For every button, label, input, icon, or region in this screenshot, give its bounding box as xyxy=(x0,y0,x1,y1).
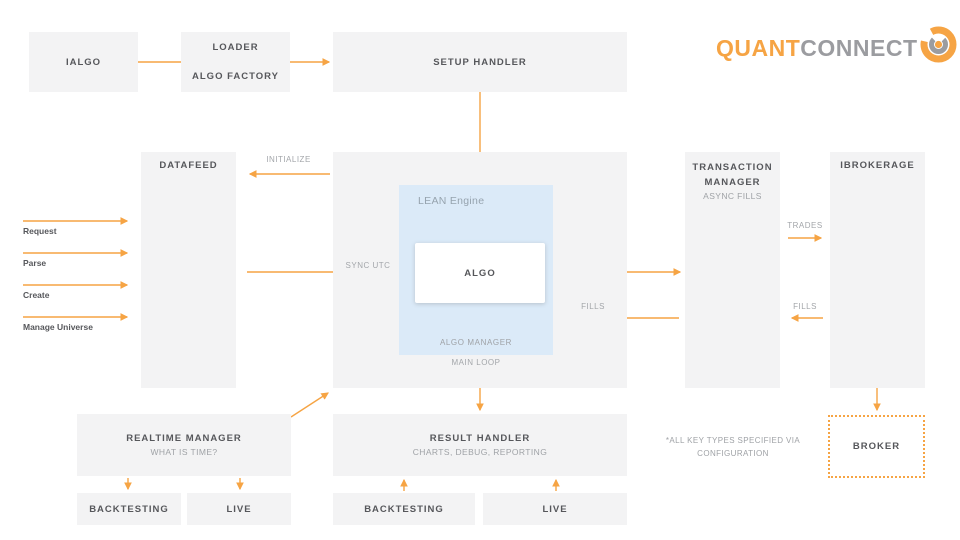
request-label: Request xyxy=(23,226,57,236)
algo-factory-label: ALGO FACTORY xyxy=(192,71,279,82)
what-is-time-label: WHAT IS TIME? xyxy=(150,447,218,457)
sync-utc-label: SYNC UTC xyxy=(345,261,391,270)
fills-outer-label: FILLS xyxy=(793,302,817,311)
ibrokerage-label: IBROKERAGE xyxy=(840,160,915,171)
broker-box: BROKER xyxy=(828,415,925,478)
quantconnect-logo-icon xyxy=(920,26,957,63)
transaction-manager-label-line2: MANAGER xyxy=(704,177,761,188)
setup-handler-label: SETUP HANDLER xyxy=(433,56,527,68)
broker-label: BROKER xyxy=(852,441,901,452)
backtesting-left-box: BACKTESTING xyxy=(77,493,181,525)
result-handler-label: RESULT HANDLER xyxy=(429,433,531,444)
live-left-label: LIVE xyxy=(226,503,252,515)
ibrokerage-box: IBROKERAGE xyxy=(830,152,925,388)
logo-quant-text: QUANT xyxy=(716,35,801,61)
parse-label: Parse xyxy=(23,258,47,268)
manage-universe-label: Manage Universe xyxy=(23,322,93,332)
trades-label: TRADES xyxy=(787,221,823,230)
ialgo-label: IALGO xyxy=(65,56,102,68)
ialgo-box: IALGO xyxy=(29,32,138,92)
backtesting-center-label: BACKTESTING xyxy=(364,503,444,515)
datafeed-box: DATAFEED xyxy=(141,152,236,388)
loader-box: LOADER ALGO FACTORY xyxy=(181,32,290,92)
algo-label: ALGO xyxy=(464,267,496,279)
transaction-manager-label-line1: TRANSACTION xyxy=(692,162,773,173)
initialize-label: INITIALIZE xyxy=(266,155,311,164)
logo-connect-text: CONNECT xyxy=(800,35,918,61)
async-fills-label: ASYNC FILLS xyxy=(703,191,762,201)
fills-inner-label: FILLS xyxy=(581,302,605,311)
quantconnect-logo: QUANTCONNECT xyxy=(716,26,957,66)
lean-engine-label: LEAN Engine xyxy=(418,195,485,207)
live-left-box: LIVE xyxy=(187,493,291,525)
backtesting-left-label: BACKTESTING xyxy=(89,503,169,515)
datafeed-label: DATAFEED xyxy=(159,160,218,171)
configuration-note-line1: *ALL KEY TYPES SPECIFIED VIA xyxy=(665,436,801,445)
logo-wordmark: QUANTCONNECT xyxy=(716,30,918,66)
main-loop-label: MAIN LOOP xyxy=(451,358,501,367)
live-center-box: LIVE xyxy=(483,493,627,525)
setup-handler-box: SETUP HANDLER xyxy=(333,32,627,92)
backtesting-center-box: BACKTESTING xyxy=(333,493,475,525)
realtime-manager-box: REALTIME MANAGER WHAT IS TIME? xyxy=(77,414,291,476)
live-center-label: LIVE xyxy=(542,503,568,515)
loader-label: LOADER xyxy=(212,42,259,53)
configuration-note: *ALL KEY TYPES SPECIFIED VIA CONFIGURATI… xyxy=(653,434,813,460)
realtime-manager-label: REALTIME MANAGER xyxy=(126,433,242,444)
algo-manager-label: ALGO MANAGER xyxy=(439,338,513,347)
arrow-realtime-to-main-loop xyxy=(290,392,329,418)
create-label: Create xyxy=(23,290,50,300)
result-handler-box: RESULT HANDLER CHARTS, DEBUG, REPORTING xyxy=(333,414,627,476)
algo-box: ALGO xyxy=(415,243,545,303)
transaction-manager-box: TRANSACTION MANAGER ASYNC FILLS xyxy=(685,152,780,388)
configuration-note-line2: CONFIGURATION xyxy=(697,449,769,458)
charts-debug-reporting-label: CHARTS, DEBUG, REPORTING xyxy=(412,447,548,457)
